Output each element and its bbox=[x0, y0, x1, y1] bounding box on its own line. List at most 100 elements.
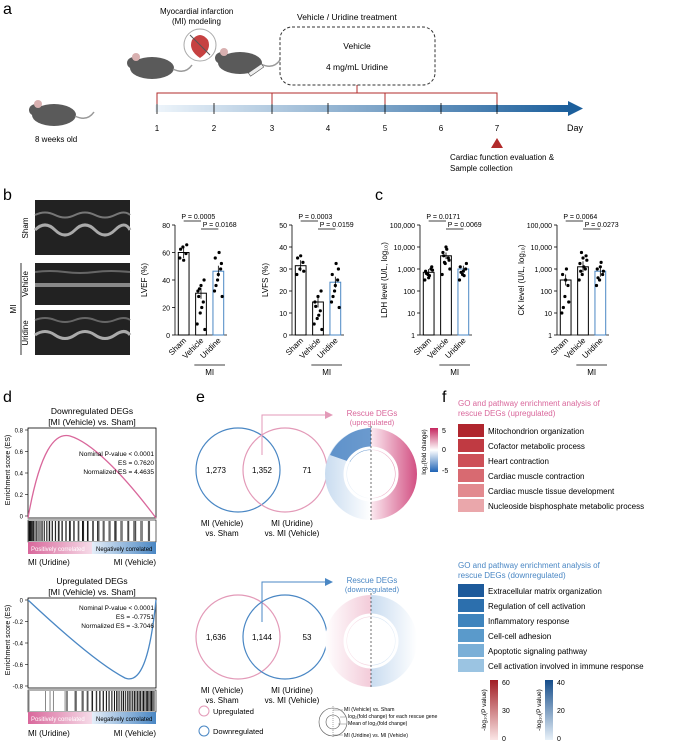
rescue-up-title-2: (upregulated) bbox=[350, 418, 395, 427]
data-point bbox=[315, 316, 319, 321]
y-tick-label: 10 bbox=[279, 311, 287, 318]
gsea-top-ylabel: Enrichment score (ES) bbox=[5, 435, 12, 505]
y-tick-label: 40 bbox=[279, 245, 287, 252]
data-point bbox=[336, 278, 340, 282]
echo-image-sham bbox=[33, 200, 132, 255]
go-red-tick-max: 60 bbox=[502, 680, 510, 687]
go-term-label: Mitochondrion organization bbox=[488, 427, 584, 436]
p-value-2: P = 0.0273 bbox=[585, 222, 619, 229]
venn-top-label-left-2: vs. Sham bbox=[205, 529, 239, 538]
data-point bbox=[212, 289, 217, 293]
data-point bbox=[457, 278, 462, 282]
legend-down-marker bbox=[198, 725, 210, 737]
go-term-swatch bbox=[458, 424, 484, 437]
data-point bbox=[459, 270, 463, 274]
mi-bracket bbox=[156, 92, 273, 104]
y-tick-label: 10,000 bbox=[394, 245, 416, 252]
gsea-bottom-neg-bar bbox=[92, 712, 156, 724]
venn-bottom-label-right-1: MI (Uridine) bbox=[271, 686, 313, 695]
mouse-icon bbox=[29, 100, 95, 126]
y-tick-label: 100 bbox=[403, 289, 415, 296]
gsea-bottom-title-1: Upregulated DEGs bbox=[56, 576, 127, 586]
data-point bbox=[579, 250, 584, 255]
y-tick-label: -0.4 bbox=[13, 642, 24, 648]
data-point bbox=[217, 250, 221, 255]
go-term-label: Cell-cell adhesion bbox=[488, 632, 551, 641]
timeline-unit: Day bbox=[567, 123, 584, 133]
data-point bbox=[464, 261, 469, 266]
data-point bbox=[585, 258, 589, 262]
gsea-bottom-yticks: 0-0.2-0.4-0.6-0.8 bbox=[13, 599, 28, 691]
y-tick-label: 0.4 bbox=[15, 472, 24, 478]
go-term-label: Inflammatory response bbox=[488, 617, 570, 626]
data-point bbox=[336, 267, 341, 271]
data-point bbox=[601, 269, 606, 273]
y-tick-label: 30 bbox=[279, 267, 287, 274]
gsea-bottom-title-2: [MI (Vehicle) vs. Sham] bbox=[48, 587, 135, 597]
go-term-label: Heart contraction bbox=[488, 457, 549, 466]
panel-label-c: c bbox=[375, 187, 383, 204]
gsea-top-stat-2: ES = 0.7620 bbox=[118, 460, 154, 467]
venn-top-label-right-1: MI (Uridine) bbox=[271, 519, 313, 528]
go-red-tick-mid: 30 bbox=[502, 708, 510, 715]
treatment-uridine: 4 mg/mL Uridine bbox=[326, 62, 388, 72]
y-axis-label: LVFS (%) bbox=[261, 263, 270, 297]
y-tick-label: 50 bbox=[279, 223, 287, 230]
go-red-colorbar-label: -log₁₀(P value) bbox=[481, 689, 488, 731]
gsea-bottom-stat-3: Normalized ES = -3.7046 bbox=[81, 623, 154, 630]
mi-group-label: MI bbox=[587, 368, 596, 377]
data-point bbox=[313, 300, 317, 304]
gsea-top-stat-3: Normalized ES = 4.4635 bbox=[83, 469, 154, 476]
data-point bbox=[442, 254, 446, 258]
data-point bbox=[448, 267, 452, 271]
gsea-bottom-x-left: MI (Uridine) bbox=[28, 729, 70, 738]
data-point bbox=[430, 265, 434, 269]
venn-top-connector bbox=[261, 414, 325, 455]
p-value-1: P = 0.0171 bbox=[426, 214, 460, 221]
gsea-bottom-curve bbox=[27, 599, 157, 680]
go-term-swatch bbox=[458, 659, 484, 672]
y-tick-label: -0.6 bbox=[13, 663, 24, 669]
data-point bbox=[595, 267, 599, 271]
venn-top-label-left-1: MI (Vehicle) bbox=[201, 519, 244, 528]
treatment-bracket-2 bbox=[385, 92, 498, 104]
data-point bbox=[445, 247, 449, 251]
panel-label-a: a bbox=[3, 1, 12, 18]
gsea-top-hit-lines bbox=[28, 521, 151, 541]
gsea-top-x-left: MI (Uridine) bbox=[28, 558, 70, 567]
mi-label-1: Myocardial infarction bbox=[160, 7, 233, 16]
lfc-tick-min: -5 bbox=[442, 468, 448, 475]
go-term-swatch bbox=[458, 469, 484, 482]
timeline-tick-label: 4 bbox=[326, 124, 331, 133]
rescue-down-title-2: (downregulated) bbox=[345, 585, 400, 594]
data-point bbox=[462, 274, 466, 278]
data-point bbox=[447, 258, 451, 262]
venn-top-mid-count: 1,352 bbox=[252, 466, 273, 475]
treatment-title: Vehicle / Uridine treatment bbox=[297, 12, 397, 22]
treatment-box bbox=[279, 26, 436, 86]
y-tick-label: 40 bbox=[162, 278, 170, 285]
go-term-swatch bbox=[458, 644, 484, 657]
venn-bottom-right-count: 53 bbox=[303, 633, 312, 642]
data-point bbox=[441, 250, 445, 255]
go-term-label: Apoptotic signaling pathway bbox=[488, 647, 587, 656]
venn-bottom-connector bbox=[261, 581, 325, 622]
gsea-top-x-right: MI (Vehicle) bbox=[114, 558, 157, 567]
venn-bottom-left-count: 1,636 bbox=[206, 633, 227, 642]
data-point bbox=[219, 261, 224, 266]
y-tick-label: 80 bbox=[162, 223, 170, 230]
data-point bbox=[578, 261, 582, 266]
go-term-swatch bbox=[458, 454, 484, 467]
data-point bbox=[219, 267, 223, 271]
treatment-bracket bbox=[272, 92, 386, 104]
evaluation-marker bbox=[491, 138, 503, 148]
y-tick-label: 0.6 bbox=[15, 450, 24, 456]
panel-label-d: d bbox=[3, 389, 12, 406]
y-tick-label: 0 bbox=[283, 333, 287, 340]
data-point bbox=[301, 260, 305, 264]
data-point bbox=[564, 267, 569, 271]
y-tick-label: 60 bbox=[162, 251, 170, 258]
mi-group-label: MI bbox=[450, 368, 459, 377]
